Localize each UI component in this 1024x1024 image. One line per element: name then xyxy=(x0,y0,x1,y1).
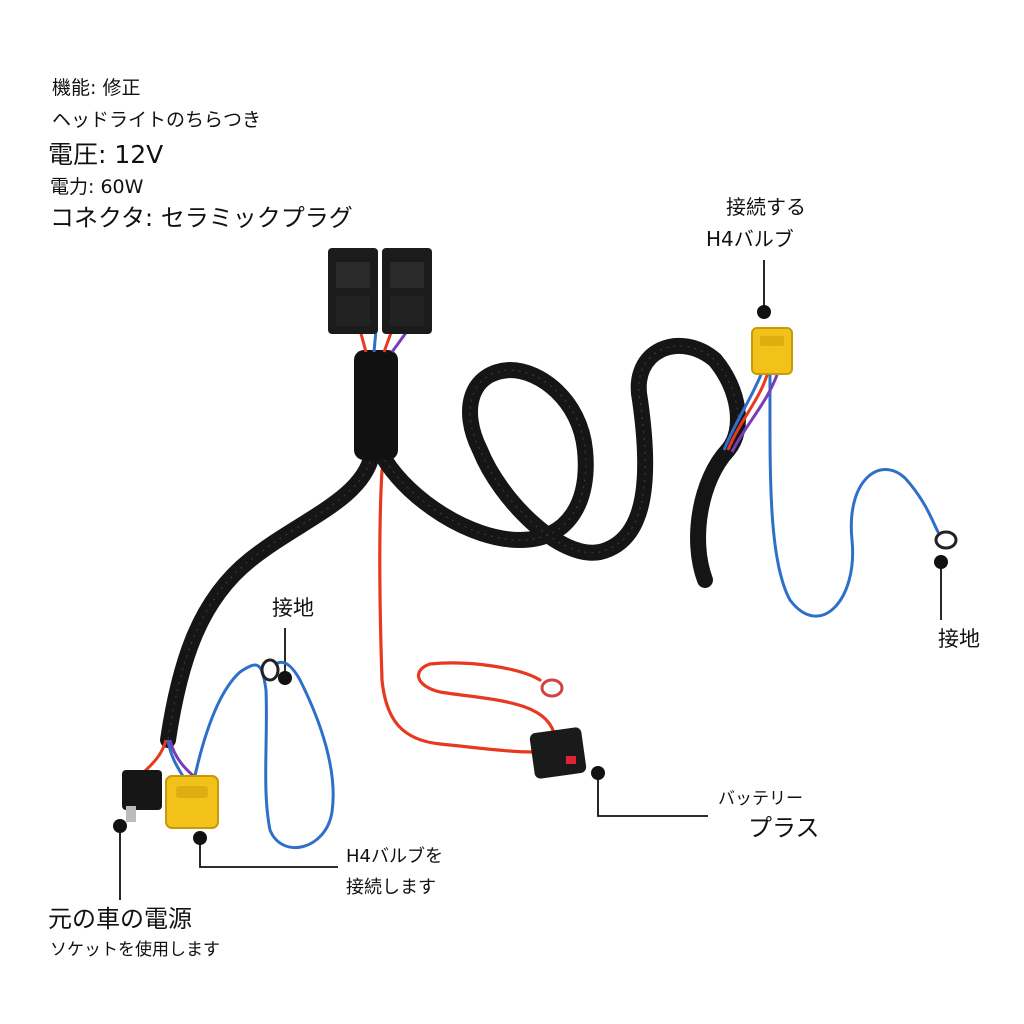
spec-power: 電力: 60W xyxy=(50,176,144,198)
callout-source-line2: ソケットを使用します xyxy=(50,940,220,960)
red-wire-fuse-loop xyxy=(417,661,557,740)
loom-left-branch xyxy=(160,447,380,748)
leader-battery xyxy=(597,773,708,817)
callout-battery-line1: バッテリー xyxy=(718,789,803,809)
callout-battery-line2: プラス xyxy=(748,814,820,842)
h4-connector-bottom-face xyxy=(176,786,208,798)
callout-h4-bottom-line1: H4バルブを xyxy=(346,846,443,867)
spec-voltage: 電圧: 12V xyxy=(48,140,164,169)
heat-shrink-sleeve xyxy=(354,350,398,460)
harness-loom-ribs xyxy=(167,345,739,741)
relay-pair xyxy=(328,248,432,334)
original-socket xyxy=(122,770,162,822)
ground-wire-right xyxy=(768,370,940,618)
spec-connector: コネクタ: セラミックプラグ xyxy=(50,204,353,232)
harness-loom xyxy=(160,337,746,748)
fuse-holder-tab xyxy=(566,756,576,764)
callout-leaders xyxy=(119,260,942,900)
ring-terminal-right xyxy=(934,530,958,550)
relay-wire-blue xyxy=(372,329,378,353)
original-socket-body xyxy=(122,770,162,810)
dot-h4-top xyxy=(757,305,771,319)
top-wire-blue xyxy=(722,371,764,451)
relay-left-face xyxy=(336,262,370,288)
h4-connector-top-face xyxy=(760,336,784,346)
ring-terminal-left xyxy=(260,658,280,682)
callout-ground-right: 接地 xyxy=(938,627,980,651)
callout-h4-top-line1: 接続する xyxy=(726,195,806,219)
battery-wire xyxy=(378,468,557,754)
ground-wire-left xyxy=(192,660,335,849)
dot-battery xyxy=(591,766,605,780)
callout-h4-top-line2: H4バルブ xyxy=(706,227,794,251)
top-wire-red xyxy=(726,371,770,451)
spec-function: 機能: 修正 xyxy=(52,77,141,99)
dot-h4-bottom xyxy=(193,831,207,845)
callout-ground-left: 接地 xyxy=(272,596,314,620)
loom-right-branch xyxy=(377,337,746,561)
ground-ring-terminals xyxy=(260,530,958,682)
h4-connector-top-body xyxy=(751,327,793,375)
leader-h4-bottom xyxy=(199,838,338,868)
h4-connector-bottom-body xyxy=(165,775,219,829)
h4-connector-bottom xyxy=(165,775,219,829)
callout-dots xyxy=(113,305,948,845)
h4-connector-top xyxy=(751,327,793,375)
dot-ground-left xyxy=(278,671,292,685)
fuse-holder xyxy=(529,727,587,779)
original-socket-pin xyxy=(126,806,136,822)
spec-purpose: ヘッドライトのちらつき xyxy=(52,109,262,131)
relay-left-socket xyxy=(336,296,370,326)
dot-ground-right xyxy=(934,555,948,569)
top-connector-wires xyxy=(722,371,780,453)
red-wire-main xyxy=(378,468,534,754)
dot-source xyxy=(113,819,127,833)
callout-source-line1: 元の車の電源 xyxy=(48,905,192,933)
relay-right-socket xyxy=(390,296,424,326)
relay-right-face xyxy=(390,262,424,288)
loom-coil-end xyxy=(690,442,736,588)
callout-h4-bottom-line2: 接続します xyxy=(346,877,436,898)
top-wire-purple xyxy=(730,371,780,453)
battery-ring-terminal xyxy=(540,678,564,698)
fuse-holder-body xyxy=(529,727,587,779)
ground-wires xyxy=(192,370,940,849)
